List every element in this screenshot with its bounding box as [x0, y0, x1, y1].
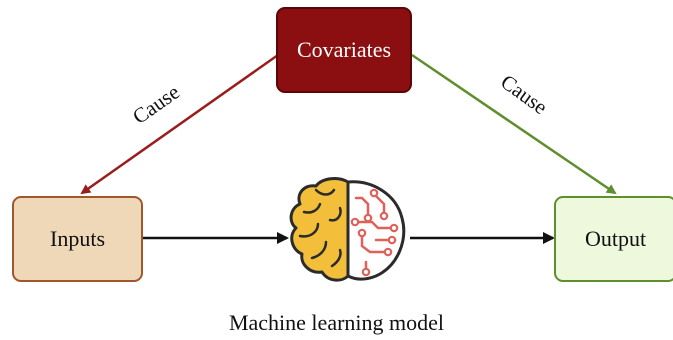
- output-node: Output: [554, 196, 673, 282]
- cause-label-left: Cause: [128, 80, 184, 129]
- covariates-node: Covariates: [276, 7, 412, 93]
- inputs-label: Inputs: [50, 226, 105, 251]
- brain-circuit-icon: [289, 177, 406, 282]
- inputs-node: Inputs: [12, 196, 143, 282]
- cause-edge-right: [411, 53, 617, 195]
- output-label: Output: [584, 226, 647, 251]
- model-caption: Machine learning model: [228, 310, 445, 335]
- cause-label-right: Cause: [496, 70, 552, 120]
- cause-edge-left: [80, 53, 279, 195]
- covariates-label: Covariates: [296, 37, 392, 62]
